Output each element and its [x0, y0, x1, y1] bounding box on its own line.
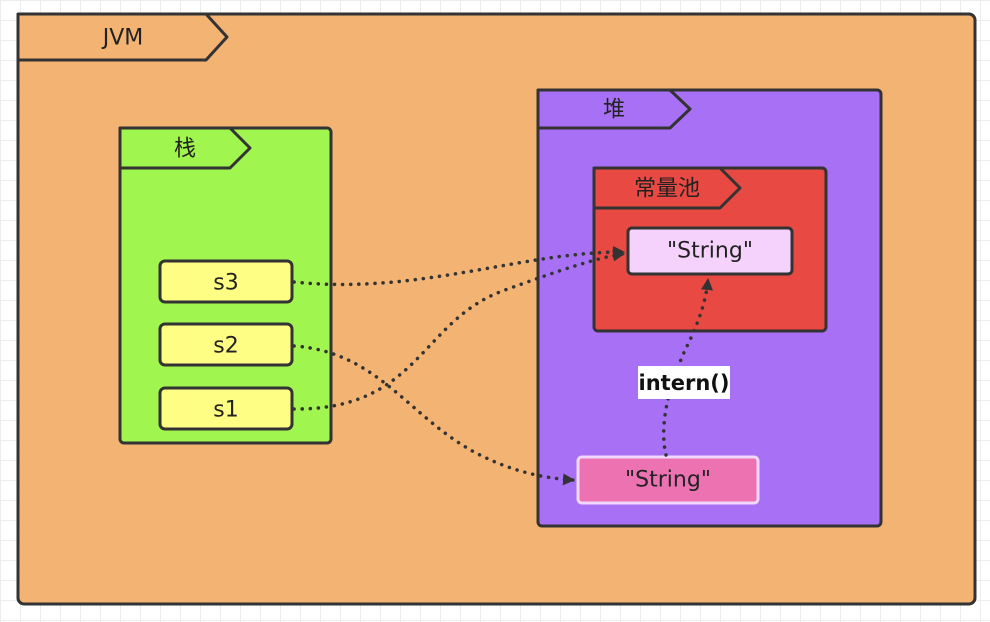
- stack-container: 栈 s3 s2 s1: [118, 126, 333, 445]
- var-label: s3: [213, 271, 238, 296]
- intern-label-bg: [638, 366, 730, 399]
- var-label: s2: [213, 334, 238, 359]
- edges: [292, 246, 713, 486]
- edge-s3-to-pool-string: [292, 246, 625, 287]
- var-box: [158, 322, 294, 367]
- intern-label-text: intern(): [639, 371, 730, 395]
- heap-string-label: "String": [625, 468, 711, 493]
- var-box: [158, 386, 294, 431]
- heap-title: 堆: [603, 98, 625, 123]
- pool-tab: [592, 166, 742, 210]
- stack-var-s2: s2: [158, 322, 294, 367]
- heap-string-box: [576, 455, 760, 505]
- jvm-tab: [16, 12, 229, 62]
- intern-label: intern(): [638, 366, 730, 399]
- stack-tab: [118, 126, 252, 170]
- stack-var-s1: s1: [158, 386, 294, 431]
- pool-title: 常量池: [634, 177, 700, 202]
- heap-tab: [536, 88, 692, 130]
- stack-title: 栈: [174, 137, 196, 162]
- var-box: [158, 259, 294, 304]
- jvm-title: JVM: [101, 26, 144, 51]
- edge-intern-to-pool-string: [661, 278, 713, 457]
- pool-string-label: "String": [667, 239, 753, 264]
- stack-var-s3: s3: [158, 259, 294, 304]
- heap-string: "String": [576, 455, 760, 505]
- constant-pool: 常量池 "String": [592, 166, 828, 333]
- var-label: s1: [213, 398, 238, 423]
- edge-s2-to-heap-string: [292, 344, 575, 486]
- pool-string-box: [626, 226, 794, 276]
- heap-container: 堆 常量池 "String" "String": [536, 88, 883, 528]
- pool-string: "String": [626, 226, 794, 276]
